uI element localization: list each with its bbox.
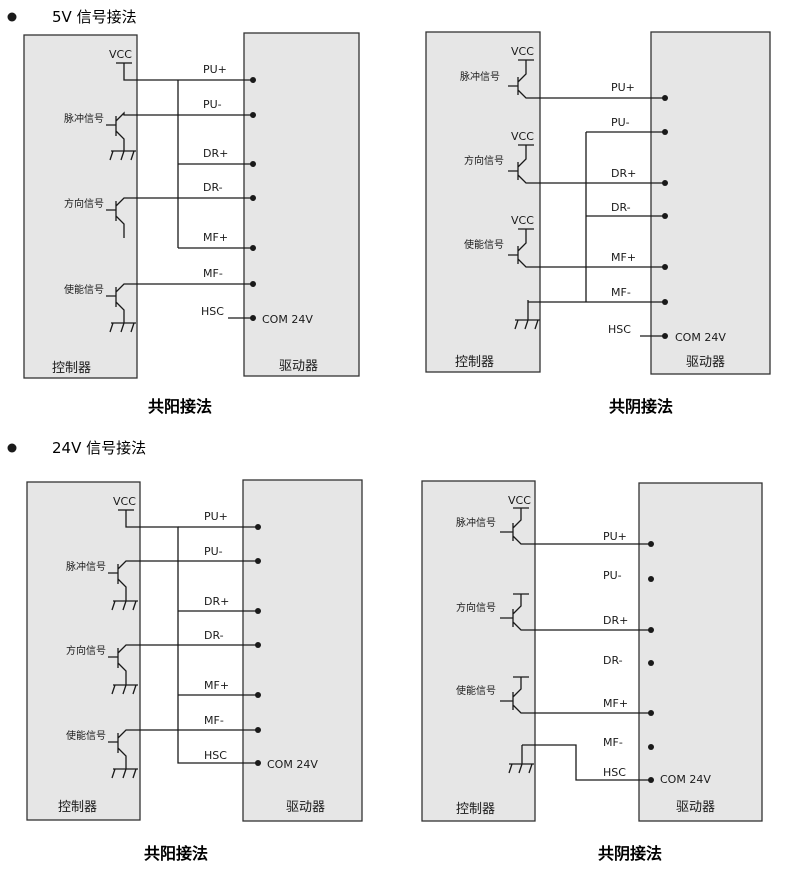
common-ground-bus: [528, 131, 665, 303]
driver-box: [650, 31, 771, 375]
driver-label: 驱动器: [686, 355, 725, 370]
terminal-mf-minus: MF-: [203, 267, 223, 280]
controller-box: [26, 481, 141, 821]
terminal-pu-plus: PU+: [611, 81, 635, 94]
vcc-label: VCC: [109, 48, 132, 61]
vcc-label: VCC: [113, 495, 136, 508]
controller-label: 控制器: [58, 800, 97, 815]
direction-signal-label: 方向信号: [464, 154, 504, 167]
terminal-mf-plus: MF+: [603, 697, 628, 710]
controller-box: [421, 480, 536, 822]
panel-5v-common-cathode: 控制器 驱动器 VCC 脉冲信号 VCC 方向信号 VCC 使能信号 PU+ P…: [425, 31, 771, 375]
section-heading-24v: 24V 信号接法: [52, 439, 146, 457]
pulse-transistor: [106, 111, 253, 161]
terminal-com24v: COM 24V: [267, 758, 318, 771]
terminal-mf-plus: MF+: [611, 251, 636, 264]
caption-common-cathode: 共阴接法: [609, 397, 673, 416]
vcc-label: VCC: [511, 45, 534, 58]
direction-signal-label: 方向信号: [456, 601, 496, 614]
direction-transistor: [508, 144, 665, 184]
terminal-pu-minus: PU-: [611, 116, 630, 129]
terminal-hsc: HSC: [608, 323, 631, 336]
enable-signal-label: 使能信号: [64, 283, 104, 296]
direction-transistor: [500, 593, 651, 631]
driver-label: 驱动器: [676, 800, 715, 815]
pulse-transistor: [108, 560, 258, 611]
enable-transistor: [500, 676, 651, 714]
direction-transistor: [108, 644, 258, 695]
controller-label: 控制器: [52, 361, 91, 376]
panel-24v-common-anode: 控制器 驱动器 VCC 脉冲信号 方向信号 使能信号 PU+ PU- DR+ D…: [26, 479, 363, 822]
panel-5v-common-anode: 控制器 驱动器 VCC 脉冲信号 方向信号 使能信号 PU+ PU- DR+ D…: [23, 32, 360, 379]
driver-label: 驱动器: [279, 359, 318, 374]
terminal-pu-minus: PU-: [204, 545, 223, 558]
terminal-hsc: HSC: [204, 749, 227, 762]
ground-symbol: [508, 745, 534, 774]
direction-transistor: [106, 197, 253, 238]
controller-label: 控制器: [456, 802, 495, 817]
caption-common-anode: 共阳接法: [144, 844, 208, 863]
terminal-dr-plus: DR+: [204, 595, 229, 608]
enable-signal-label: 使能信号: [456, 684, 496, 697]
terminal-mf-plus: MF+: [204, 679, 229, 692]
pulse-transistor: [500, 507, 651, 545]
pulse-signal-label: 脉冲信号: [64, 112, 104, 125]
vcc-wire: [123, 63, 253, 81]
terminal-dr-minus: DR-: [611, 201, 631, 214]
terminal-pu-minus: PU-: [203, 98, 222, 111]
driver-box: [243, 32, 360, 377]
terminal-dr-plus: DR+: [603, 614, 628, 627]
terminal-hsc: HSC: [603, 766, 626, 779]
controller-box: [425, 31, 541, 373]
terminal-pu-plus: PU+: [204, 510, 228, 523]
pulse-signal-label: 脉冲信号: [66, 560, 106, 573]
terminal-dr-plus: DR+: [203, 147, 228, 160]
driver-label: 驱动器: [286, 800, 325, 815]
section-bullet: [7, 12, 17, 22]
terminal-dr-minus: DR-: [203, 181, 223, 194]
section-heading-5v: 5V 信号接法: [52, 8, 137, 26]
vcc-label: VCC: [508, 494, 531, 507]
controller-box: [23, 34, 138, 379]
terminal-com24v: COM 24V: [660, 773, 711, 786]
vcc-label: VCC: [511, 214, 534, 227]
section-bullet: [7, 443, 17, 453]
terminal-hsc: HSC: [201, 305, 224, 318]
vcc-label: VCC: [511, 130, 534, 143]
driver-box: [242, 479, 363, 822]
terminal-dr-minus: DR-: [204, 629, 224, 642]
enable-transistor: [508, 228, 665, 268]
pulse-signal-label: 脉冲信号: [460, 70, 500, 83]
enable-transistor: [106, 283, 253, 333]
terminal-com24v: COM 24V: [675, 331, 726, 344]
terminal-com24v: COM 24V: [262, 313, 313, 326]
vcc-wire: [125, 510, 258, 764]
driver-box: [638, 482, 763, 822]
terminal-pu-plus: PU+: [203, 63, 227, 76]
ground-to-hsc-wire: [522, 744, 651, 781]
terminal-mf-minus: MF-: [204, 714, 224, 727]
terminal-mf-plus: MF+: [203, 231, 228, 244]
controller-label: 控制器: [455, 355, 494, 370]
caption-common-cathode: 共阴接法: [598, 844, 662, 863]
enable-signal-label: 使能信号: [464, 238, 504, 251]
enable-transistor: [108, 729, 258, 779]
terminal-dr-plus: DR+: [611, 167, 636, 180]
terminal-mf-minus: MF-: [603, 736, 623, 749]
terminal-mf-minus: MF-: [611, 286, 631, 299]
terminal-pu-plus: PU+: [603, 530, 627, 543]
ground-symbol: [514, 300, 540, 330]
panel-24v-common-cathode: 控制器 驱动器 VCC 脉冲信号 方向信号 使能信号 PU+ PU- DR+ D…: [421, 480, 763, 822]
caption-common-anode: 共阳接法: [148, 397, 212, 416]
direction-signal-label: 方向信号: [64, 197, 104, 210]
enable-signal-label: 使能信号: [66, 729, 106, 742]
direction-signal-label: 方向信号: [66, 644, 106, 657]
terminal-dr-minus: DR-: [603, 654, 623, 667]
terminal-pu-minus: PU-: [603, 569, 622, 582]
pulse-signal-label: 脉冲信号: [456, 516, 496, 529]
pulse-transistor: [508, 59, 665, 99]
